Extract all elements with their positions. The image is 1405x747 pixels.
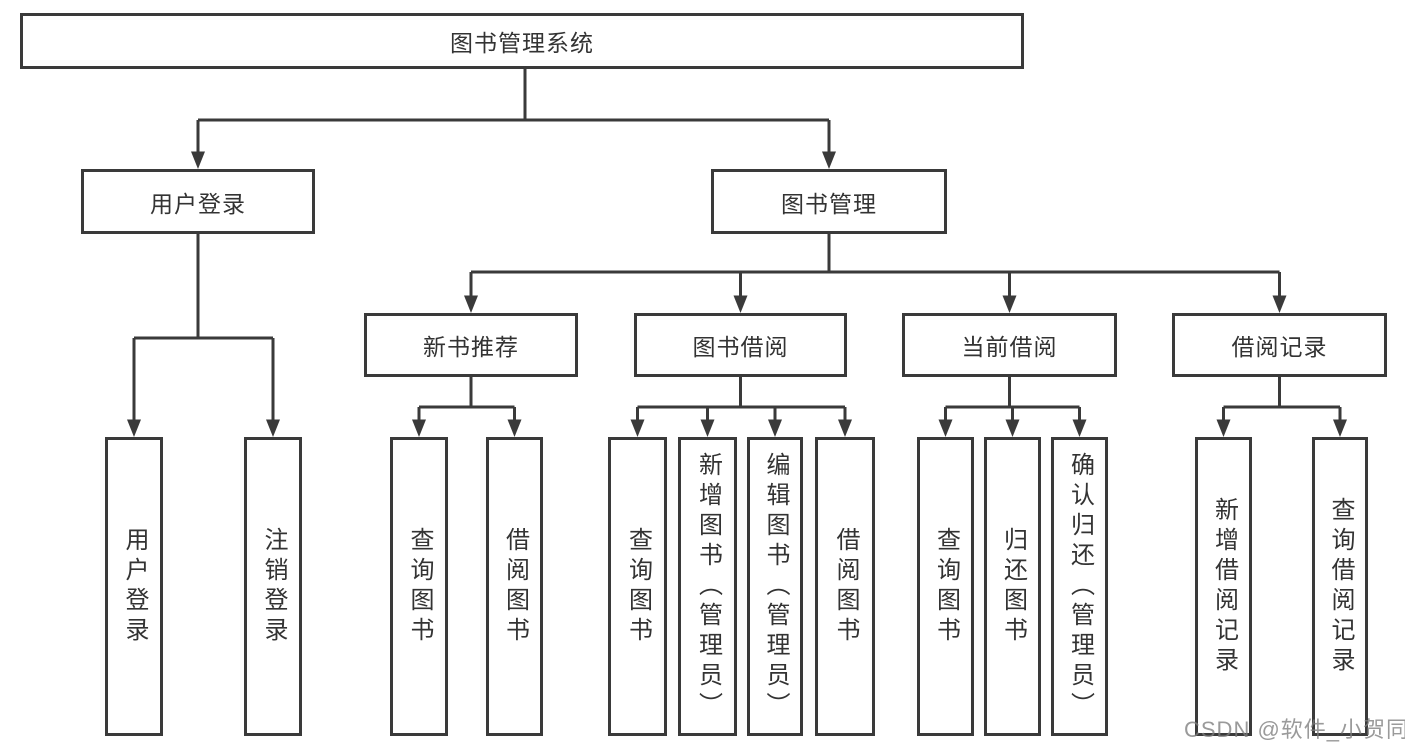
node-library-system: 图书管理系统 [20,13,1024,69]
node-current-borrow: 当前借阅 [902,313,1117,377]
leaf-logout-label: 注销登录 [260,526,287,647]
leaf-confirm-return-admin: 确认归还（管理员） [1051,437,1108,736]
node-book-borrow: 图书借阅 [634,313,847,377]
leaf-query-borrow-record-label: 查询借阅记录 [1327,496,1354,677]
node-user-login: 用户登录 [81,169,315,234]
leaf-query-books-current-label: 查询图书 [932,526,960,647]
node-library-system-label: 图书管理系统 [450,30,594,56]
node-new-book-recommend: 新书推荐 [364,313,578,377]
leaf-user-login: 用户登录 [105,437,163,736]
leaf-logout: 注销登录 [244,437,302,736]
leaf-borrow-books-label: 借阅图书 [832,526,859,647]
leaf-borrow-books-recommend: 借阅图书 [486,437,543,736]
leaf-add-books-admin-label: 新增图书（管理员） [694,451,722,722]
leaf-borrow-books: 借阅图书 [815,437,875,736]
leaf-return-books-label: 归还图书 [999,526,1027,647]
leaf-user-login-label: 用户登录 [121,526,148,647]
leaf-query-books-borrow: 查询图书 [608,437,667,736]
leaf-confirm-return-admin-label: 确认归还（管理员） [1066,451,1094,722]
leaf-query-books-current: 查询图书 [917,437,974,736]
leaf-add-books-admin: 新增图书（管理员） [678,437,737,736]
leaf-query-borrow-record: 查询借阅记录 [1312,437,1368,736]
leaf-borrow-books-recommend-label: 借阅图书 [501,526,529,647]
node-borrow-records-label: 借阅记录 [1231,334,1328,360]
node-user-login-label: 用户登录 [150,190,246,217]
leaf-edit-books-admin: 编辑图书（管理员） [747,437,803,736]
node-book-management: 图书管理 [711,169,947,234]
leaf-query-books-recommend-label: 查询图书 [406,526,433,647]
node-book-management-label: 图书管理 [781,190,877,217]
watermark-text: CSDN @软件_小贺同学 [1184,717,1405,742]
node-book-borrow-label: 图书借阅 [692,334,789,360]
leaf-add-borrow-record: 新增借阅记录 [1195,437,1252,736]
node-borrow-records: 借阅记录 [1172,313,1387,377]
leaf-return-books: 归还图书 [984,437,1041,736]
leaf-query-books-borrow-label: 查询图书 [624,526,652,647]
leaf-query-books-recommend: 查询图书 [390,437,448,736]
leaf-edit-books-admin-label: 编辑图书（管理员） [762,451,789,722]
node-current-borrow-label: 当前借阅 [961,334,1058,360]
node-new-book-recommend-label: 新书推荐 [423,334,519,360]
arrowheads [127,151,1347,437]
connector-paths [132,69,1342,421]
leaf-add-borrow-record-label: 新增借阅记录 [1210,496,1238,677]
